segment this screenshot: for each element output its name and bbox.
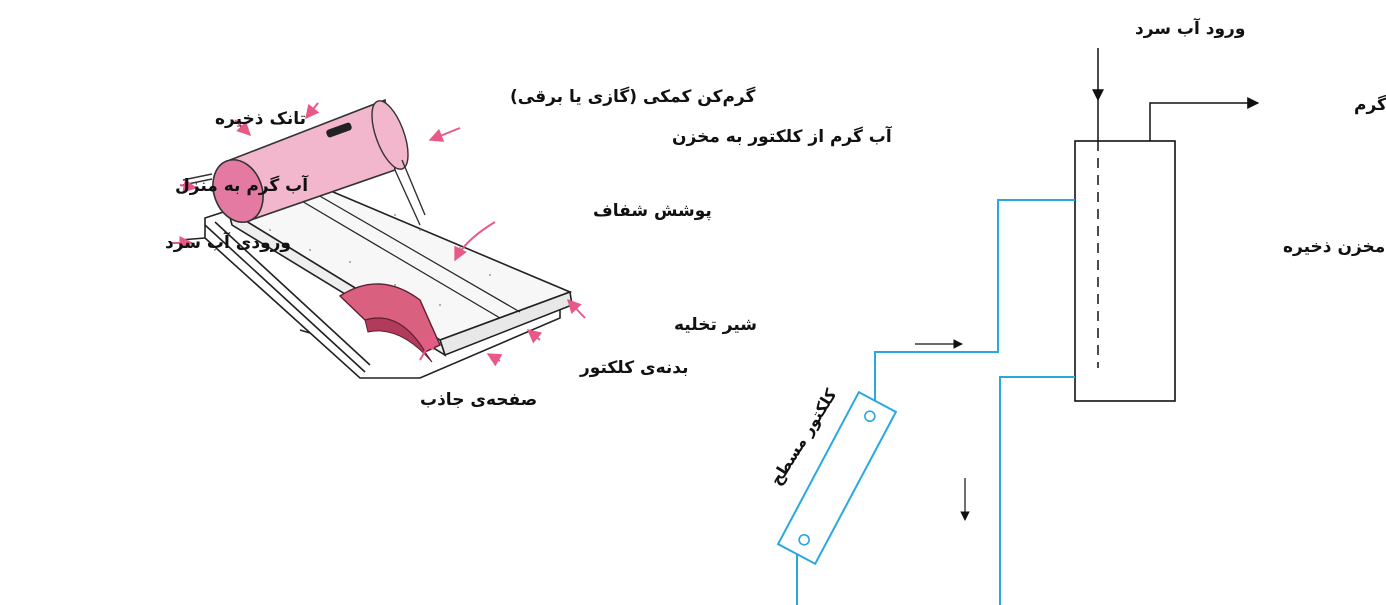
label-cold-water-in: ورود آب سرد: [1135, 17, 1245, 39]
label-aux-heater: گرم‌کن کمکی (گازی یا برقی): [510, 86, 755, 107]
label-drain-valve: شیر تخلیه: [674, 315, 757, 335]
storage-tank-box: [1074, 140, 1176, 402]
leader-arrows: [170, 102, 586, 367]
collector-illustration: گرم‌کن کمکی (گازی یا برقی) تانک ذخیره آب…: [165, 86, 893, 410]
label-storage-tank-schematic: مخزن ذخیره: [1283, 237, 1385, 257]
hot-outlet-line: [1149, 97, 1260, 141]
label-absorber-plate: صفحه‌ی جاذب: [420, 390, 537, 410]
hot-supply-pipe: [874, 199, 1075, 405]
label-cold-inlet: ورودی آب سرد: [165, 231, 291, 253]
storage-tank-drawing: [212, 98, 426, 226]
label-hot-to-tank: آب گرم از کلکتور به مخزن: [672, 125, 893, 147]
label-hot-water-out: خروج آب‌گرم: [1354, 93, 1386, 115]
label-glazing: پوشش شفاف: [593, 201, 712, 221]
flat-collector: [776, 390, 898, 566]
label-collector-body: بدنه‌ی کلکتور: [579, 358, 689, 378]
absorber-cutaway: [338, 283, 441, 363]
label-storage-tank: تانک ذخیره: [215, 109, 306, 129]
thermosiphon-schematic: ورود آب سرد خروج آب‌گرم مخزن ذخیره کلکتو…: [766, 17, 1386, 605]
cold-return-pipe: [999, 376, 1075, 605]
label-hot-to-home: آب گرم به منزل: [175, 174, 309, 196]
